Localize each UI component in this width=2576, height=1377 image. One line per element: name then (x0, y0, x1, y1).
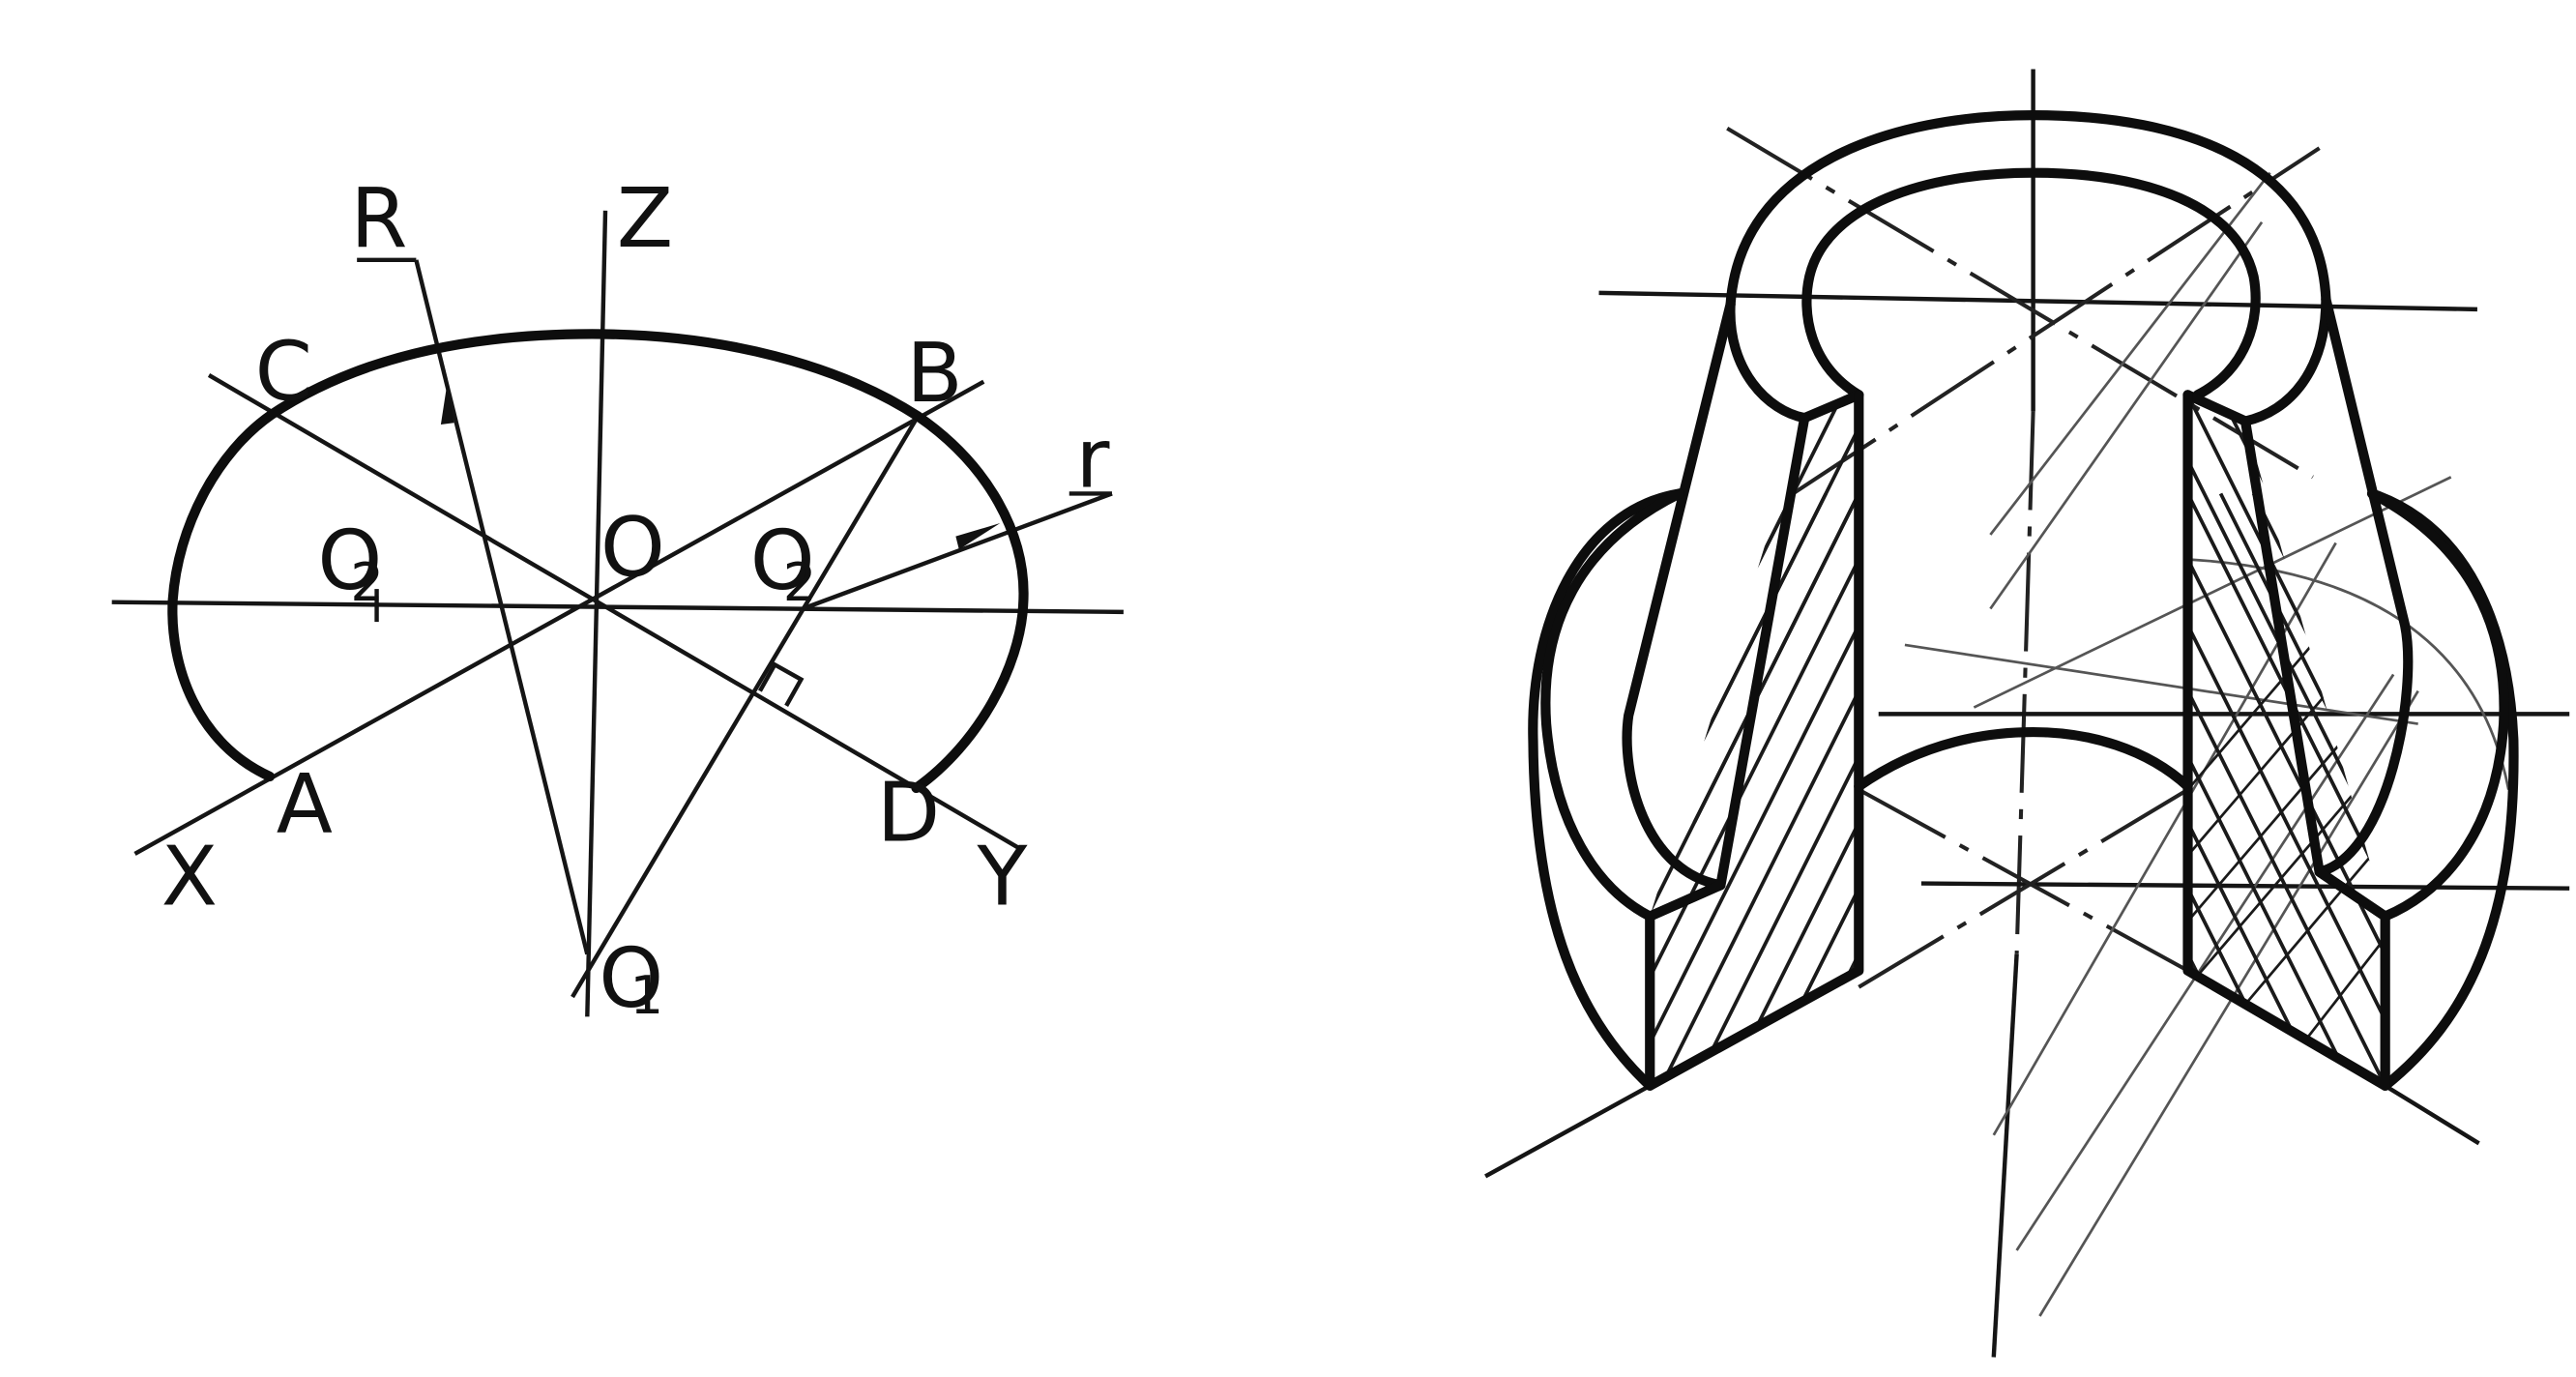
construction-line-2 (1989, 220, 2264, 610)
top-outer-ellipse (1725, 110, 2331, 309)
right-section-outline (2182, 390, 2390, 1091)
vertical-center-mid (2014, 411, 2035, 954)
r-arrowhead (955, 523, 1001, 550)
label-O1: O (599, 931, 663, 1027)
left-outer-taper (1622, 299, 1736, 891)
label-D: D (877, 765, 940, 861)
label-A: A (277, 757, 333, 853)
top-rim-left (1725, 299, 1810, 424)
isometric-section-figure (1484, 69, 2570, 1358)
label-O2-right: O (750, 513, 815, 609)
label-O2-left: O (317, 513, 382, 609)
construction-line-1 (1989, 171, 2271, 536)
r-radius-line (802, 491, 1113, 611)
R-arrowhead (440, 381, 454, 425)
construction-line-6 (2015, 673, 2395, 1251)
oval-construction-figure: R Z C B r O O 2 O 2 A D X Y O 1 (111, 171, 1124, 1027)
R-radius-line (414, 259, 590, 955)
construction-line-3 (1904, 643, 2418, 725)
inner-bore-arc (1854, 726, 2193, 792)
right-flange-inner (2314, 488, 2509, 922)
iso-center-line-3 (1858, 787, 2189, 973)
top-notch-right (2182, 390, 2251, 426)
iso-center-line-4 (1858, 787, 2189, 989)
horizontal-axis (111, 600, 1124, 615)
right-section-hatch (2187, 395, 2386, 1086)
z-axis (585, 210, 608, 1017)
oval-outline (167, 329, 1029, 794)
left-section-outline (1645, 390, 1864, 1091)
iso-axis-right (2384, 1083, 2480, 1146)
iso-center-line-1 (1726, 127, 2314, 480)
left-flange-inner (1540, 488, 1726, 922)
iso-axis-left (1484, 1083, 1652, 1179)
right-angle-mark (758, 661, 805, 707)
vertical-center-bottom (1991, 953, 2019, 1358)
y-axis-line (207, 373, 1025, 853)
label-Y: Y (976, 830, 1028, 925)
construction-arc (2187, 558, 2510, 790)
left-lower-flange (1528, 488, 1684, 1091)
label-O2-right-sub: 2 (783, 551, 817, 613)
top-rim-right (2239, 294, 2331, 426)
construction-line-4 (1973, 476, 2452, 709)
top-notch-left (1800, 390, 1864, 424)
right-outer-taper (2314, 294, 2414, 877)
label-O1-sub: 1 (630, 964, 664, 1026)
label-r: r (1076, 412, 1110, 508)
top-inner-ellipse (1801, 167, 2261, 400)
label-O2-left-sub: 2 (350, 551, 384, 613)
construction-line-7 (2038, 689, 2419, 1317)
line-o1-b (571, 415, 921, 999)
left-section-hatch (1650, 395, 1859, 1086)
iso-center-line-2 (1792, 146, 2321, 496)
label-X: X (161, 830, 218, 925)
label-O: O (600, 500, 665, 596)
label-Z: Z (617, 171, 673, 267)
label-B: B (906, 326, 962, 422)
label-C: C (255, 324, 312, 420)
x-axis-line (133, 379, 985, 856)
label-R: R (350, 171, 407, 267)
